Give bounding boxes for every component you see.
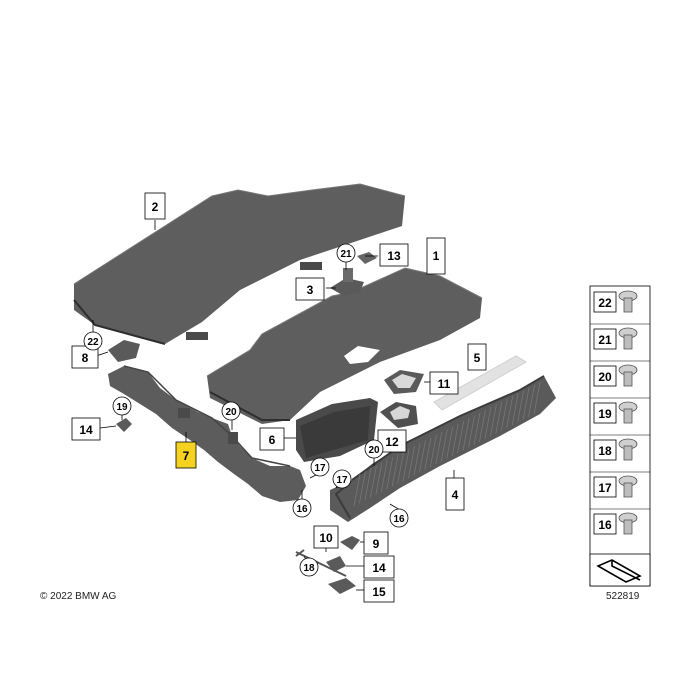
callout-1[interactable]: 1 bbox=[426, 237, 446, 275]
callout-11[interactable]: 11 bbox=[429, 371, 459, 395]
svg-text:6: 6 bbox=[269, 433, 276, 447]
svg-text:13: 13 bbox=[387, 249, 401, 263]
fastener-16-icon bbox=[618, 512, 638, 535]
fastener-21-icon bbox=[618, 327, 638, 350]
fastener-20-icon bbox=[618, 364, 638, 387]
svg-text:12: 12 bbox=[385, 435, 399, 449]
svg-text:4: 4 bbox=[452, 488, 459, 502]
part-15-bracket[interactable] bbox=[328, 578, 356, 594]
fastener-22-icon bbox=[618, 290, 638, 313]
legend-item-18[interactable]: 18 bbox=[590, 434, 650, 461]
legend-item-19[interactable]: 19 bbox=[590, 397, 650, 424]
callout-3[interactable]: 3 bbox=[295, 277, 325, 301]
fastener-18-icon bbox=[618, 438, 638, 461]
legend-item-16[interactable]: 16 bbox=[590, 508, 650, 535]
part-6-side-pocket[interactable] bbox=[296, 398, 378, 462]
legend-number: 16 bbox=[598, 518, 612, 532]
fastener-19-icon bbox=[618, 401, 638, 424]
svg-text:10: 10 bbox=[319, 531, 333, 545]
svg-text:17: 17 bbox=[336, 475, 348, 486]
part-11-frame[interactable] bbox=[384, 370, 424, 394]
callout-9[interactable]: 9 bbox=[363, 531, 389, 555]
svg-text:7: 7 bbox=[183, 449, 190, 463]
svg-text:20: 20 bbox=[368, 445, 380, 456]
svg-text:21: 21 bbox=[340, 249, 352, 260]
legend-number: 22 bbox=[598, 296, 612, 310]
svg-text:14: 14 bbox=[372, 561, 386, 575]
part-12-bracket[interactable] bbox=[380, 402, 418, 428]
svg-text:19: 19 bbox=[116, 402, 128, 413]
diagram-id-text: 522819 bbox=[606, 591, 640, 602]
callout-8[interactable]: 8 bbox=[71, 345, 99, 369]
svg-text:15: 15 bbox=[372, 585, 386, 599]
callout-16-a[interactable]: 16 bbox=[292, 498, 312, 518]
callout-6[interactable]: 6 bbox=[259, 427, 285, 451]
legend-number: 20 bbox=[598, 370, 612, 384]
svg-text:14: 14 bbox=[79, 423, 93, 437]
part-3-hinge[interactable] bbox=[330, 268, 364, 296]
callout-17-a[interactable]: 17 bbox=[310, 457, 330, 477]
svg-text:18: 18 bbox=[303, 563, 315, 574]
callout-12[interactable]: 12 bbox=[377, 429, 407, 453]
svg-text:22: 22 bbox=[87, 337, 99, 348]
part-9-clip[interactable] bbox=[340, 536, 360, 550]
callout-21[interactable]: 21 bbox=[336, 243, 356, 263]
part-4-sill-trim[interactable] bbox=[330, 375, 556, 522]
callout-2[interactable]: 2 bbox=[144, 192, 166, 220]
legend-number: 17 bbox=[598, 481, 612, 495]
part-13-plate[interactable] bbox=[357, 252, 377, 264]
callout-7[interactable]: 7 bbox=[175, 441, 197, 469]
svg-text:16: 16 bbox=[393, 514, 405, 525]
callout-22[interactable]: 22 bbox=[83, 331, 103, 351]
callout-19[interactable]: 19 bbox=[112, 396, 132, 416]
legend-number: 21 bbox=[598, 333, 612, 347]
svg-text:5: 5 bbox=[474, 351, 481, 365]
legend-item-20[interactable]: 20 bbox=[590, 360, 650, 387]
part-14-clip-right[interactable] bbox=[326, 556, 346, 572]
svg-text:8: 8 bbox=[82, 351, 89, 365]
svg-text:3: 3 bbox=[307, 283, 314, 297]
part-7-side-bracket[interactable] bbox=[108, 365, 306, 502]
svg-text:16: 16 bbox=[296, 504, 308, 515]
callout-17-b[interactable]: 17 bbox=[332, 469, 352, 489]
fastener-17-icon bbox=[618, 475, 638, 498]
legend-item-22[interactable]: 22 bbox=[593, 290, 638, 313]
legend-number: 18 bbox=[598, 444, 612, 458]
part-5-trim-strip[interactable] bbox=[433, 355, 527, 411]
callout-16-b[interactable]: 16 bbox=[389, 508, 409, 528]
callout-15[interactable]: 15 bbox=[363, 579, 395, 603]
callout-18[interactable]: 18 bbox=[299, 557, 319, 577]
copyright-text: © 2022 BMW AG bbox=[40, 591, 117, 602]
svg-text:2: 2 bbox=[152, 200, 159, 214]
fastener-legend: 22 21 20 19 18 17 16 bbox=[589, 285, 651, 587]
legend-item-21[interactable]: 21 bbox=[590, 323, 650, 350]
svg-text:1: 1 bbox=[433, 249, 440, 263]
svg-text:11: 11 bbox=[438, 377, 451, 391]
legend-number: 19 bbox=[598, 407, 612, 421]
svg-text:17: 17 bbox=[314, 463, 326, 474]
callout-10[interactable]: 10 bbox=[313, 525, 339, 549]
part-8-clip[interactable] bbox=[108, 340, 140, 362]
callout-14-right[interactable]: 14 bbox=[363, 555, 395, 579]
panel-handle-cutout bbox=[344, 346, 380, 364]
part-2-floor-panel[interactable] bbox=[73, 183, 406, 345]
callout-13[interactable]: 13 bbox=[379, 243, 409, 267]
callout-4[interactable]: 4 bbox=[445, 477, 465, 511]
legend-item-17[interactable]: 17 bbox=[590, 471, 650, 498]
callout-20-b[interactable]: 20 bbox=[364, 439, 384, 459]
diagram-symbol-icon bbox=[589, 553, 651, 587]
callout-20[interactable]: 20 bbox=[221, 401, 241, 421]
svg-text:20: 20 bbox=[225, 407, 237, 418]
part-14-clip[interactable] bbox=[116, 418, 132, 432]
callout-5[interactable]: 5 bbox=[467, 343, 487, 371]
callout-14-left[interactable]: 14 bbox=[71, 417, 101, 441]
svg-text:9: 9 bbox=[373, 537, 380, 551]
